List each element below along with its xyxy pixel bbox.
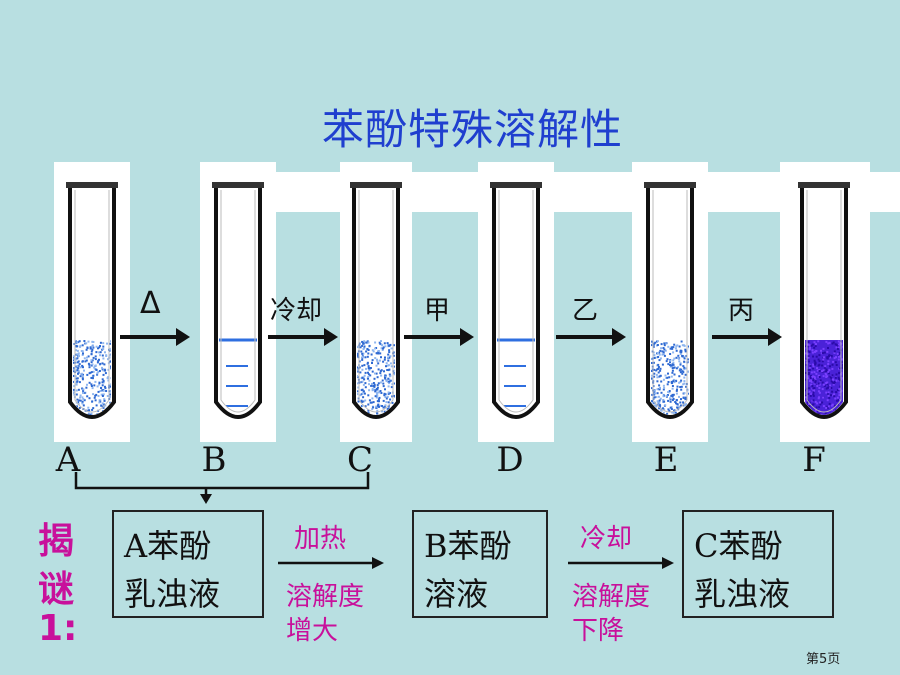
box-c-line1: C苯酚 [694, 527, 783, 565]
process-cool-label: 冷却 [580, 524, 633, 554]
reveal-char-2: 谜 [38, 569, 75, 610]
arrow-right-icon [712, 328, 782, 346]
box-a-emulsion: A苯酚 乳浊液 [112, 510, 264, 618]
tube-label-c: C [346, 440, 373, 480]
step-label-cool: 冷却 [270, 296, 323, 326]
tube-panel-a [54, 162, 130, 442]
page-title: 苯酚特殊溶解性 [322, 105, 624, 154]
process-cool-decrease: 下降 [572, 616, 625, 646]
top-strip [276, 172, 900, 212]
tube-label-f: F [802, 440, 826, 480]
tube-label-d: D [496, 440, 524, 480]
tube-panel-b [200, 162, 276, 442]
box-a-line1: A苯酚 [124, 527, 212, 565]
step-label-jia: 甲 [424, 296, 451, 326]
tube-label-b: B [201, 440, 227, 480]
box-b-line1: B苯酚 [424, 527, 512, 565]
test-tube-e [644, 182, 696, 419]
process-cool-solubility: 溶解度 [572, 582, 651, 612]
box-b-solution: B苯酚 溶液 [412, 510, 548, 618]
test-tube-b [212, 182, 264, 419]
process-heat-increase: 增大 [286, 616, 339, 646]
reveal-char-3: 1: [38, 608, 78, 649]
process-heat-label: 加热 [294, 524, 347, 554]
tube-label-e: E [653, 440, 679, 480]
step-label-yi: 乙 [572, 296, 599, 326]
test-tube-a [66, 182, 118, 419]
arrow-right-icon [268, 328, 338, 346]
test-tube-c [350, 182, 402, 419]
box-c-emulsion: C苯酚 乳浊液 [682, 510, 834, 618]
box-b-line2: 溶液 [424, 575, 489, 613]
tube-label-a: A [55, 440, 81, 480]
page-number: 第5页 [806, 652, 841, 667]
arrow-right-icon [120, 328, 190, 346]
arrow-right-icon [556, 328, 626, 346]
test-tube-f [798, 182, 850, 419]
reveal-char-1: 揭 [38, 521, 75, 562]
box-c-line2: 乳浊液 [694, 575, 791, 613]
step-label-bing: 丙 [728, 296, 755, 326]
process-heat-solubility: 溶解度 [286, 582, 365, 612]
step-label-heat: Δ [140, 286, 161, 321]
test-tube-d [490, 182, 542, 419]
arrow-right-icon [404, 328, 474, 346]
box-a-line2: 乳浊液 [124, 575, 221, 613]
